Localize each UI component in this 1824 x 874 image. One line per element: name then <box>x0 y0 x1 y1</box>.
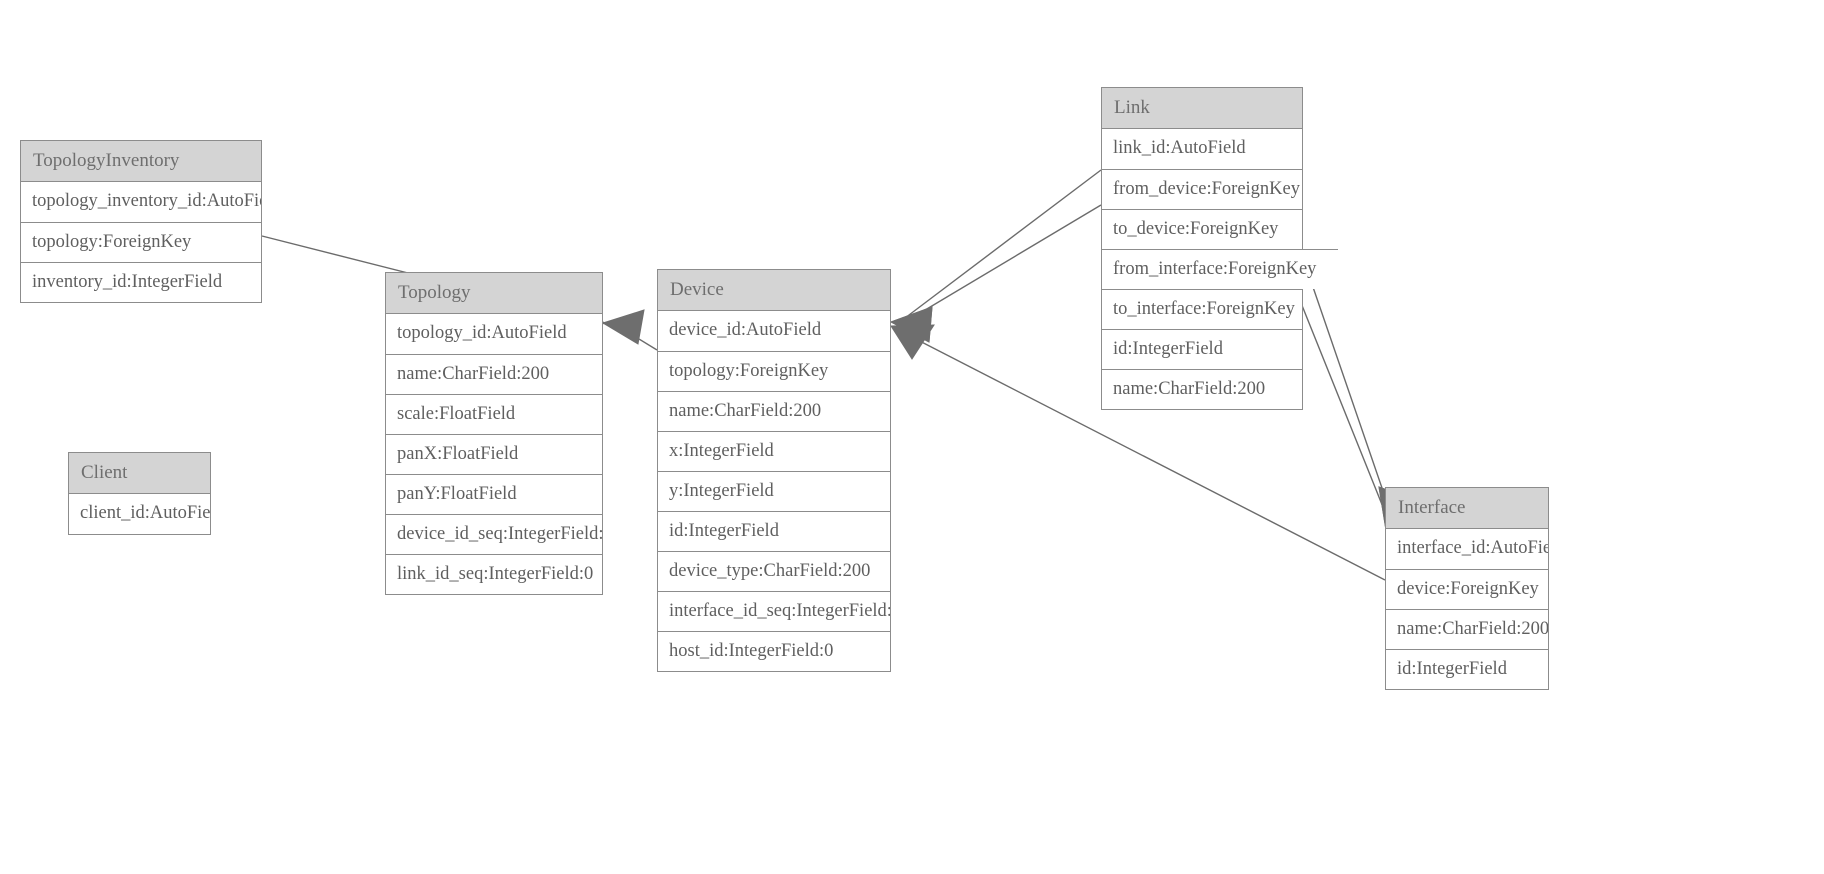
relationship-arrowhead <box>601 309 645 345</box>
entity-field-row[interactable]: device_type:CharField:200 <box>658 551 890 591</box>
entity-field-row[interactable]: x:IntegerField <box>658 431 890 471</box>
relationship-line <box>1302 257 1394 521</box>
entity-title-topology_inventory: TopologyInventory <box>21 141 261 182</box>
relationship-arrowhead <box>889 306 933 343</box>
relationship-line <box>1296 292 1390 523</box>
entity-field-row[interactable]: inventory_id:IntegerField <box>21 262 261 302</box>
entity-title-device: Device <box>658 270 890 311</box>
entity-field-row[interactable]: interface_id_seq:IntegerField:0 <box>658 591 890 631</box>
entity-field-row[interactable]: to_device:ForeignKey <box>1102 209 1302 249</box>
entity-fields-interface: interface_id:AutoFielddevice:ForeignKeyn… <box>1386 529 1548 689</box>
entity-title-link: Link <box>1102 88 1302 129</box>
entity-field-row[interactable]: name:CharField:200 <box>658 391 890 431</box>
entity-field-row[interactable]: host_id:IntegerField:0 <box>658 631 890 671</box>
entity-field-row[interactable]: name:CharField:200 <box>386 354 602 394</box>
entity-title-topology: Topology <box>386 273 602 314</box>
entity-field-row[interactable]: name:CharField:200 <box>1102 369 1302 409</box>
entity-field-row[interactable]: name:CharField:200 <box>1386 609 1548 649</box>
entity-field-row[interactable]: link_id:AutoField <box>1102 129 1302 169</box>
entity-title-client: Client <box>69 453 210 494</box>
entity-field-row[interactable]: device_id_seq:IntegerField:0 <box>386 514 602 554</box>
relationship-line <box>904 169 1102 319</box>
entity-field-row[interactable]: client_id:AutoField <box>69 494 210 534</box>
relationship-line <box>615 324 658 351</box>
entity-title-interface: Interface <box>1386 488 1548 529</box>
entity-interface[interactable]: Interfaceinterface_id:AutoFielddevice:Fo… <box>1385 487 1549 690</box>
entity-field-row[interactable]: id:IntegerField <box>1386 649 1548 689</box>
entity-field-row[interactable]: id:IntegerField <box>658 511 890 551</box>
entity-field-row[interactable]: device:ForeignKey <box>1386 569 1548 609</box>
entity-field-row[interactable]: topology_inventory_id:AutoField <box>21 182 261 222</box>
entity-field-row[interactable]: to_interface:ForeignKey <box>1102 289 1302 329</box>
entity-field-row[interactable]: topology_id:AutoField <box>386 314 602 354</box>
entity-field-row[interactable]: panY:FloatField <box>386 474 602 514</box>
entity-field-row[interactable]: scale:FloatField <box>386 394 602 434</box>
entity-field-row[interactable]: y:IntegerField <box>658 471 890 511</box>
entity-field-row[interactable]: from_interface:ForeignKey <box>1102 249 1338 289</box>
entity-field-row[interactable]: device_id:AutoField <box>658 311 890 351</box>
entity-field-row[interactable]: interface_id:AutoField <box>1386 529 1548 569</box>
relationship-arrowhead <box>890 324 935 360</box>
entity-field-row[interactable]: panX:FloatField <box>386 434 602 474</box>
relationship-line <box>904 204 1102 323</box>
entity-field-row[interactable]: topology:ForeignKey <box>21 222 261 262</box>
relationship-arrowhead <box>889 306 933 343</box>
entity-fields-client: client_id:AutoField <box>69 494 210 534</box>
entity-field-row[interactable]: link_id_seq:IntegerField:0 <box>386 554 602 594</box>
entity-field-row[interactable]: from_device:ForeignKey <box>1102 169 1302 209</box>
entity-field-row[interactable]: topology:ForeignKey <box>658 351 890 391</box>
entity-field-row[interactable]: id:IntegerField <box>1102 329 1302 369</box>
